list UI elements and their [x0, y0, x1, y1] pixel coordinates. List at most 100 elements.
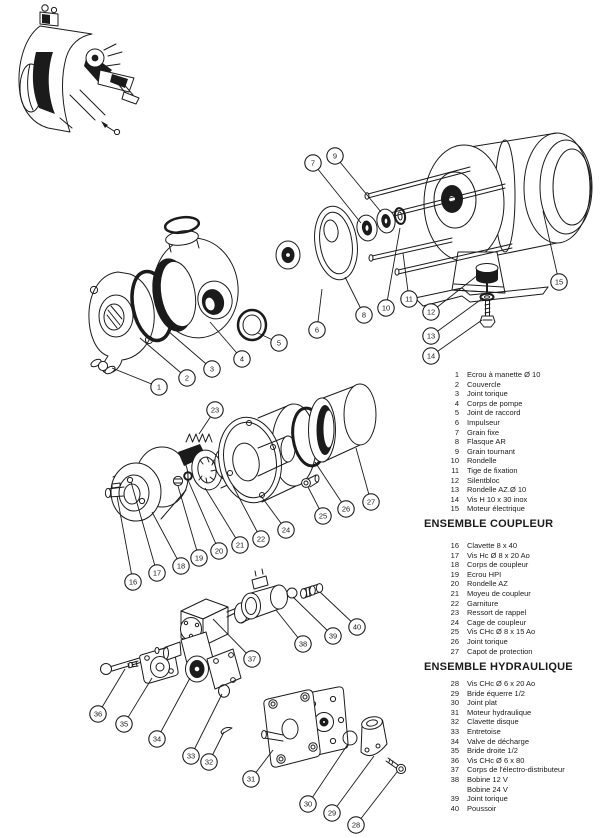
svg-text:3: 3: [210, 365, 214, 374]
part-label: Rondelle AZ: [467, 579, 508, 589]
svg-text:22: 22: [257, 535, 265, 544]
part-number: 28: [450, 679, 459, 688]
part-ecrou-hpi: [172, 475, 184, 487]
part-number: 13: [450, 485, 459, 495]
section-title-hydraulique: ENSEMBLE HYDRAULIQUE: [424, 661, 573, 673]
part-label: Grain tournant: [467, 446, 515, 456]
svg-text:2: 2: [185, 374, 189, 383]
svg-text:20: 20: [215, 547, 223, 556]
part-label: Bobine 12 V: [467, 774, 508, 784]
parts-list-row: 16 Clavette 8 x 40: [437, 541, 597, 551]
callout-14: 14: [422, 319, 483, 365]
part-number: 21: [450, 588, 459, 598]
part-label: Clavette 8 x 40: [467, 541, 518, 550]
part-poussoir: [300, 583, 324, 599]
part-number: 31: [450, 707, 459, 717]
part-label: Bobine 24 V: [467, 784, 508, 794]
part-label: Joint torique: [467, 389, 508, 399]
part-couvercle: [88, 271, 155, 374]
callout-18: 18: [151, 511, 190, 575]
part-number: 39: [450, 794, 459, 804]
part-entretoise: [218, 684, 230, 698]
callout-23: 23: [198, 401, 224, 435]
svg-text:39: 39: [329, 632, 337, 641]
part-label: Garniture: [467, 598, 499, 608]
part-label: Poussoir: [467, 803, 497, 813]
part-impulseur: [250, 219, 326, 291]
callout-6: 6: [308, 288, 326, 339]
callout-27: 27: [355, 447, 380, 511]
part-number: 10: [450, 456, 459, 466]
part-label: Vis CHc Ø 8 x 15 Ao: [467, 627, 536, 637]
part-label: Rondelle: [467, 456, 497, 466]
svg-text:1: 1: [157, 383, 161, 392]
part-rondelle: [393, 207, 407, 225]
callout-31: 31: [242, 749, 274, 788]
svg-text:23: 23: [211, 406, 219, 415]
part-electro-distributeur: [180, 598, 243, 647]
svg-text:13: 13: [427, 332, 435, 341]
part-vis-chc-equerre: [385, 757, 407, 775]
callout-17: 17: [130, 481, 166, 582]
svg-text:30: 30: [304, 800, 312, 809]
callout-10: 10: [377, 227, 401, 317]
svg-text:15: 15: [555, 278, 563, 287]
part-number: 16: [450, 541, 459, 550]
part-bobine: [234, 568, 288, 624]
part-number: 5: [454, 408, 459, 418]
part-number: 1: [454, 370, 459, 379]
part-number: 11: [451, 465, 459, 475]
part-corps-de-coupleur: [104, 446, 189, 522]
callout-13: 13: [422, 297, 484, 345]
part-cage-de-coupleur: [218, 403, 317, 504]
part-label: Valve de décharge: [467, 736, 529, 746]
part-number: 35: [450, 746, 459, 756]
part-number: 17: [450, 550, 459, 560]
part-label: Vis CHc Ø 6 x 80: [467, 755, 525, 765]
svg-text:35: 35: [120, 720, 128, 729]
hydraulic-assembly-drawing: [100, 568, 407, 775]
svg-text:33: 33: [187, 752, 195, 761]
parts-list-row: 36 Vis CHc Ø 6 x 80: [437, 756, 597, 766]
part-number: 15: [450, 504, 459, 514]
assembled-unit-thumbnail: [18, 4, 140, 136]
callout-11: 11: [400, 252, 418, 308]
part-label: Vis H 10 x 30 inox: [467, 494, 528, 504]
svg-text:29: 29: [328, 809, 336, 818]
part-label: Entretoise: [467, 726, 501, 736]
callout-3: 3: [167, 330, 221, 378]
svg-text:7: 7: [311, 159, 315, 168]
callout-36: 36: [89, 668, 126, 723]
callout-28: 28: [347, 771, 398, 834]
parts-list-row: 1 Ecrou à manette Ø 10: [437, 370, 597, 380]
svg-text:25: 25: [319, 512, 327, 521]
part-number: 36: [450, 755, 459, 765]
callout-26: 26: [314, 461, 355, 518]
callout-16: 16: [116, 495, 142, 591]
part-vis-h: [479, 300, 496, 328]
part-label: Cage de coupleur: [467, 617, 527, 627]
part-rondelle-az: [479, 292, 495, 302]
svg-text:34: 34: [153, 735, 161, 744]
part-label: Bride droite 1/2: [467, 746, 518, 756]
part-valve-de-decharge: [154, 631, 242, 690]
part-label: Clavette disque: [467, 717, 519, 727]
callout-33: 33: [182, 693, 223, 765]
svg-text:17: 17: [153, 569, 161, 578]
svg-text:10: 10: [382, 304, 390, 313]
part-label: Ecrou à manette Ø 10: [467, 370, 541, 379]
